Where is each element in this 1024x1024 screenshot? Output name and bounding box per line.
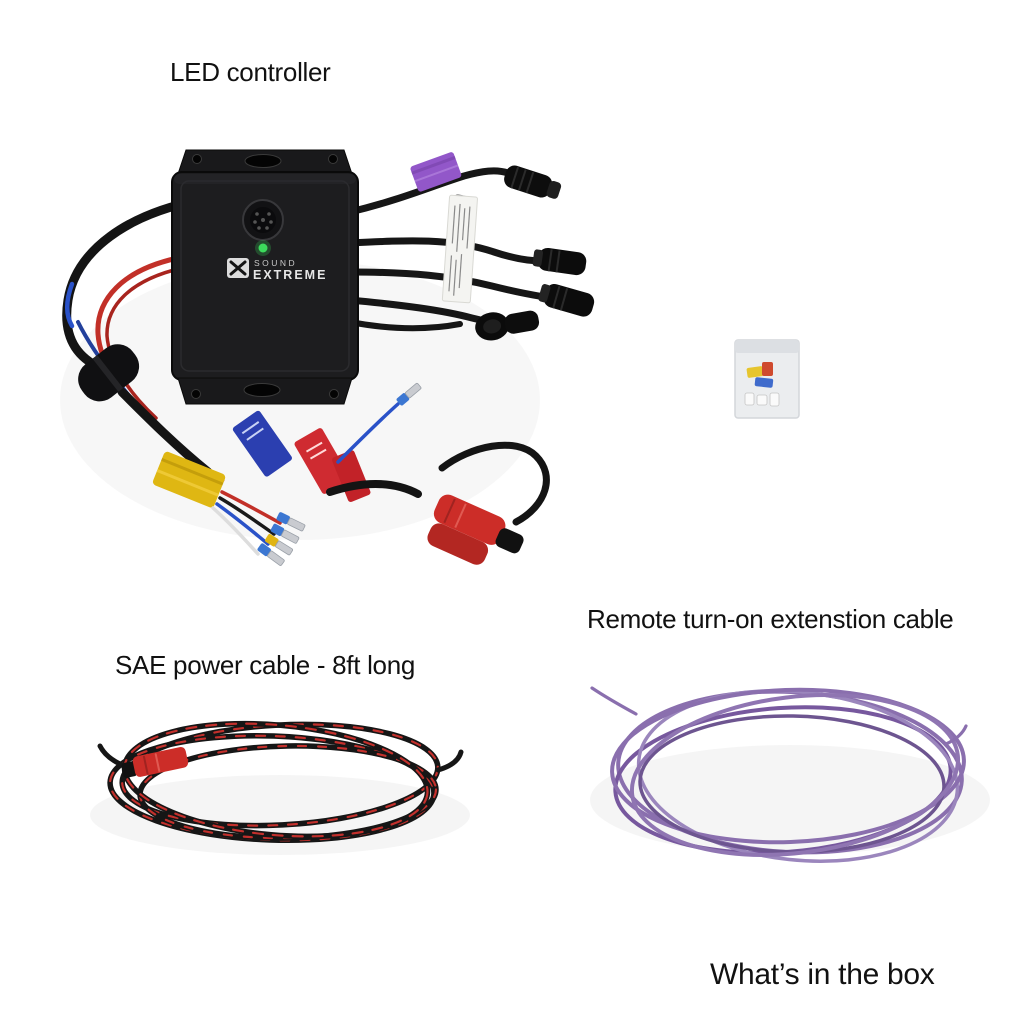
round-pin-connector (242, 199, 284, 241)
bag-item-yellow (746, 366, 764, 378)
bag-fold (735, 340, 799, 353)
barrel-connector-top (504, 165, 562, 199)
purple-coil-shadow (590, 745, 990, 855)
remote-wire-coil (590, 686, 968, 863)
spade-terminal-4 (257, 543, 285, 566)
fuse-holder (78, 344, 140, 402)
controller-bottom-flange (177, 377, 353, 405)
bag-item-white-3 (769, 392, 780, 407)
bottom-screw-slot (243, 383, 281, 397)
parts-bag (734, 339, 800, 419)
bottom-screw-hole-left (191, 389, 201, 399)
bag-item-red (762, 362, 773, 376)
spade-terminal-3 (265, 534, 293, 556)
status-led-glow (255, 240, 271, 256)
remote-wire-terminal (336, 382, 422, 464)
round-connector-bottom (475, 310, 540, 341)
sae-power-cable-coil (97, 720, 464, 844)
barrel-connector-mid1 (532, 247, 587, 276)
bag-item-white-1 (744, 392, 755, 406)
sae-coil-shadow (90, 775, 470, 855)
spade-terminal-2 (270, 523, 300, 544)
blue-flag-tape (232, 410, 292, 477)
spade-terminal-1 (276, 512, 306, 532)
status-led (258, 243, 268, 253)
white-spec-label (441, 194, 478, 304)
top-screw-hole-right (328, 154, 338, 164)
remote-cable-label: Remote turn-on extenstion cable (587, 604, 954, 634)
top-screw-slot (244, 154, 282, 168)
left-power-cables (62, 195, 225, 483)
yellow-tape-wrap (152, 451, 226, 508)
sae-cable-label: SAE power cable - 8ft long (115, 650, 416, 680)
bag-item-white-2 (756, 394, 768, 406)
led-controller-photo: SOUND EXTREME (62, 149, 595, 566)
controller-top-flange (177, 149, 353, 175)
red-flag-tape (294, 428, 351, 494)
bottom-screw-hole-right (329, 389, 339, 399)
led-controller-label: LED controller (170, 57, 331, 87)
brand-text-bottom: EXTREME (253, 268, 327, 282)
whats-in-the-box-title: What’s in the box (710, 958, 935, 991)
purple-wire-tail-left (590, 686, 638, 716)
bag-item-blue (754, 377, 774, 388)
brand-logo: SOUND EXTREME (227, 258, 327, 282)
purple-tape-wrap (410, 152, 462, 192)
harness-fan-wires (211, 490, 282, 556)
sae-coil-connector (121, 746, 189, 778)
barrel-connector-mid2 (538, 283, 595, 317)
red-flag-tape-2 (332, 450, 371, 502)
purple-wire-tail-right (944, 724, 968, 746)
controller-body: SOUND EXTREME (171, 171, 359, 381)
brand-text-top: SOUND (254, 258, 297, 268)
top-screw-hole-left (192, 154, 202, 164)
sae-pigtail (326, 441, 550, 565)
